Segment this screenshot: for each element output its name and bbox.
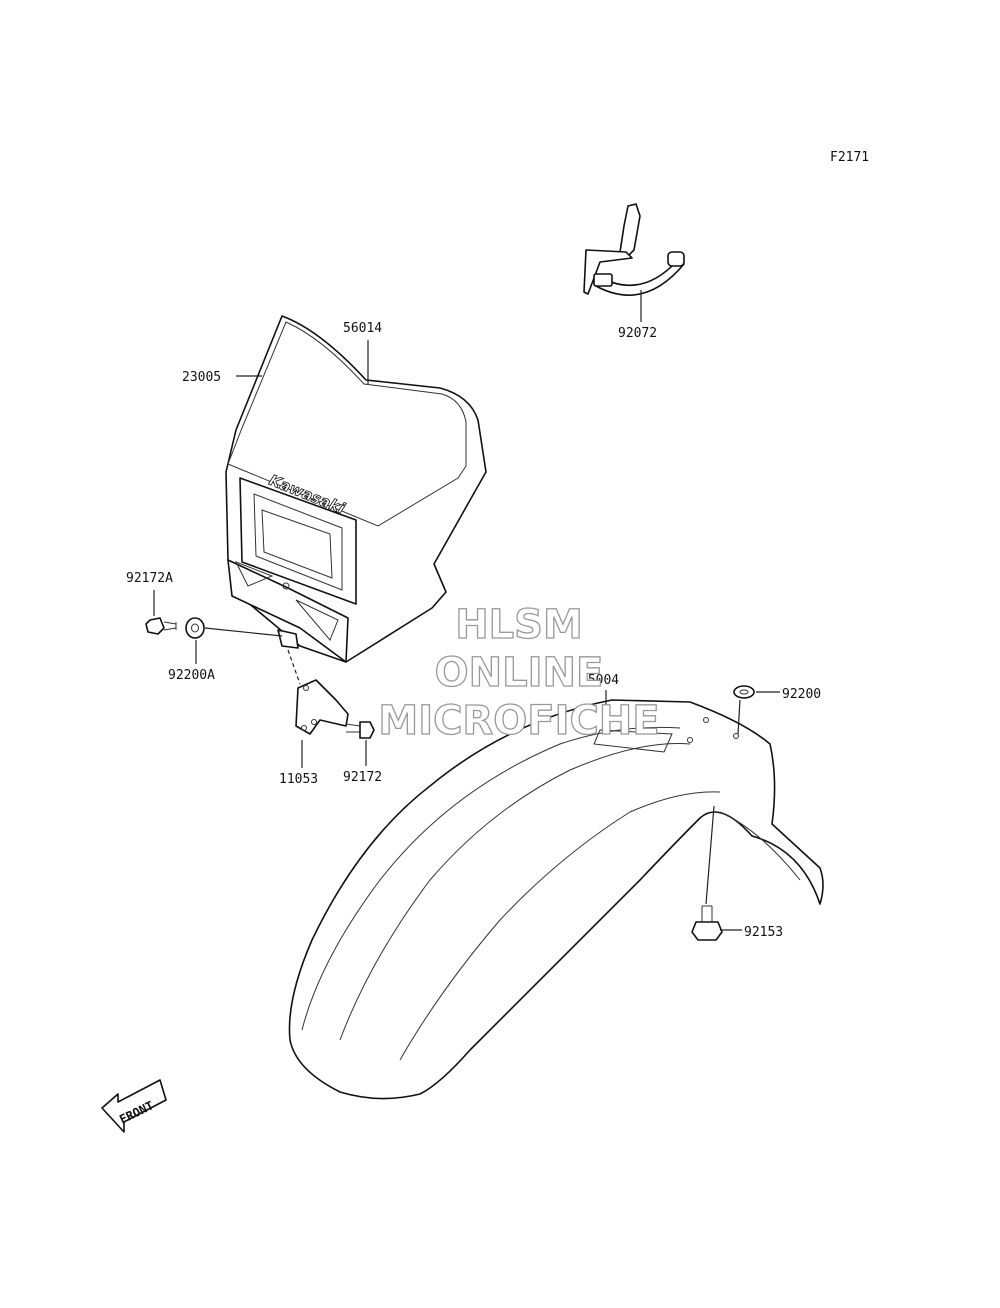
front-fender-35004 [288,699,824,1100]
part-label-92200A: 92200A [168,668,215,683]
clamp-92072 [583,203,685,296]
watermark-line2: ONLINE [435,650,604,696]
washer-92200 [733,685,755,699]
headlight-cover-23005: Kawasaki [225,315,487,663]
washer-92200A [185,617,205,639]
part-label-56014: 56014 [343,321,382,336]
part-label-92172: 92172 [343,770,382,785]
watermark-line1: HLSM [455,602,583,648]
part-label-92200: 92200 [782,687,821,702]
figure-code: F2171 [830,150,869,165]
bolt-92172 [345,721,375,739]
part-label-35004: 35004 [580,673,619,688]
part-label-92172A: 92172A [126,571,173,586]
bolt-92172A [145,617,177,635]
part-label-92072: 92072 [618,326,657,341]
bolt-92153 [691,905,723,941]
front-direction-arrow: FRONT [101,1079,167,1133]
watermark: HLSM ONLINE MICROFICHE [378,601,661,744]
part-label-23005: 23005 [182,370,221,385]
part-label-11053: 11053 [279,772,318,787]
part-label-92153: 92153 [744,925,783,940]
bracket-11053 [295,679,349,735]
watermark-line3: MICROFICHE [378,698,659,744]
